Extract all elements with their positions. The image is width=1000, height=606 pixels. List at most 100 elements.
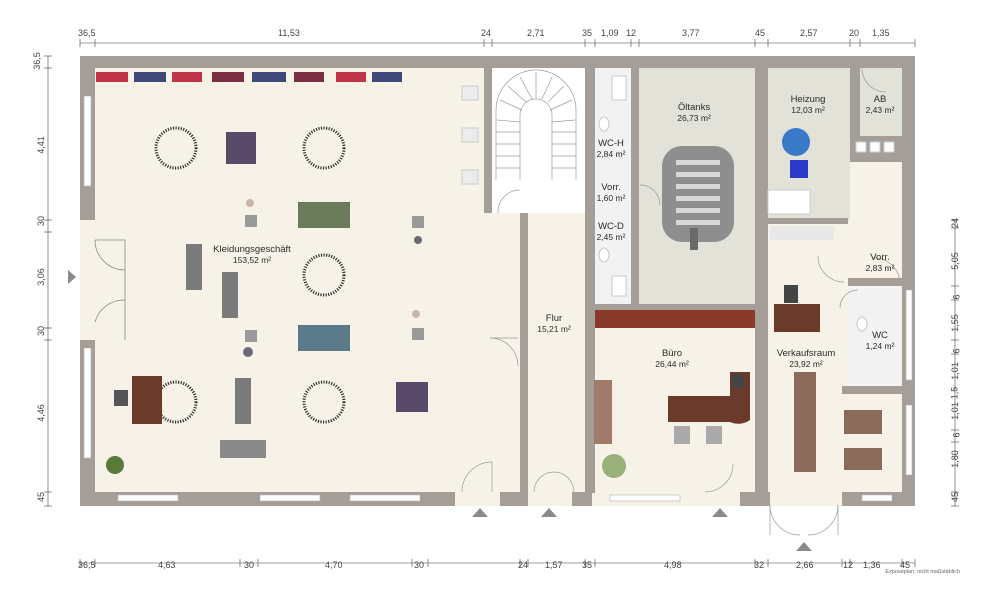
wall-top	[80, 56, 915, 68]
room-area: 153,52 m²	[232, 255, 272, 266]
dim-top: 1,35	[872, 28, 890, 38]
dim-left: 45	[36, 491, 47, 503]
dim-bottom: 4,63	[158, 560, 176, 570]
dim-right: 6	[951, 294, 962, 300]
room-name: WC	[872, 330, 888, 341]
dim-right: 1,01	[949, 402, 960, 420]
arrow-icon-3	[712, 508, 728, 517]
dim-top: 35	[582, 28, 593, 38]
dim-bottom: 1,36	[863, 560, 881, 570]
room-name: Vorr.	[870, 252, 890, 263]
dim-top: 2,57	[800, 28, 818, 38]
dim-top: 45	[755, 28, 766, 38]
wall-stair-left	[484, 68, 492, 213]
floor-areas	[80, 56, 915, 506]
dim-bottom: 4,70	[325, 560, 343, 570]
round-racks	[154, 126, 346, 424]
staircase	[495, 69, 577, 180]
dim-left: 4,46	[35, 404, 46, 422]
dim-right: 6	[951, 348, 962, 354]
wall-flur-right	[585, 68, 595, 493]
shop-fixtures	[243, 85, 479, 357]
room-area: 2,83 m²	[865, 263, 895, 274]
room-wc-d: WC-D 2,45 m²	[597, 221, 626, 243]
dim-left: 3,06	[35, 268, 46, 286]
room-area: 2,84 m²	[596, 149, 626, 160]
wall-buero-top	[595, 304, 755, 310]
room-name: Vorr.	[601, 182, 621, 193]
room-area: 1,24 m²	[865, 341, 895, 352]
dim-bottom: 12	[843, 560, 854, 570]
room-name: AB	[873, 94, 887, 105]
wc-fixtures	[598, 75, 868, 332]
arrow-icon-1	[472, 508, 488, 517]
wall-wc2-bottom	[842, 386, 906, 394]
room-ab: AB 2,43 m²	[866, 94, 895, 116]
entrance-left	[68, 220, 126, 340]
dim-top: 12	[626, 28, 637, 38]
dim-top: 20	[849, 28, 860, 38]
dim-top: 36,5	[78, 28, 96, 38]
dim-top: 2,71	[527, 28, 545, 38]
dim-bottom: 32	[754, 560, 765, 570]
dim-top: 11,53	[278, 28, 300, 38]
room-name: Verkaufsraum	[776, 348, 836, 359]
wood-panel	[595, 310, 755, 328]
dim-bottom: 30	[414, 560, 425, 570]
dim-bottom: 45	[900, 560, 911, 570]
room-name: Flur	[545, 313, 563, 324]
dim-bottom: 35	[582, 560, 593, 570]
wall-flur-left	[520, 213, 528, 493]
wc2-floor	[848, 284, 902, 386]
room-verkaufsraum: Verkaufsraum 23,92 m²	[777, 348, 836, 370]
dim-right: 45	[950, 491, 961, 503]
shelf-tables	[186, 132, 428, 458]
room-buero: Büro 26,44 m²	[655, 348, 689, 370]
window-bottom-1	[117, 494, 179, 502]
office-furniture	[594, 372, 750, 478]
wall-ab-left	[850, 68, 860, 138]
wall-oel-left	[631, 68, 639, 304]
arrow-icon-4	[796, 542, 812, 551]
window-left-2	[83, 347, 92, 459]
cash-desk	[106, 376, 162, 474]
dim-right: 1,5	[949, 386, 960, 400]
room-name: Büro	[661, 348, 683, 359]
dim-right: 24	[950, 217, 961, 229]
room-area: 26,73 m²	[677, 113, 711, 124]
window-left-1	[83, 95, 92, 187]
window-bottom-4	[609, 494, 681, 502]
dim-left: 36,5	[31, 52, 42, 70]
dim-right: 1,01	[949, 362, 960, 380]
room-flur: Flur 15,21 m²	[537, 313, 571, 335]
dim-top: 1,09	[601, 28, 619, 38]
dim-bottom: 2,66	[796, 560, 814, 570]
dim-bottom: 36,5	[78, 560, 96, 570]
room-wc: WC 1,24 m²	[866, 330, 895, 352]
room-area: 23,92 m²	[789, 359, 823, 370]
wall-bottom-2	[500, 492, 528, 506]
dim-left: 4,41	[35, 136, 46, 154]
wc-floor	[595, 68, 631, 304]
room-area: 12,03 m²	[791, 105, 825, 116]
entrance-arrows	[472, 508, 812, 551]
room-name: WC-D	[598, 221, 624, 232]
arrow-icon-2	[541, 508, 557, 517]
window-bottom-2	[259, 494, 321, 502]
dim-bottom: 30	[244, 560, 255, 570]
room-name: WC-H	[598, 138, 624, 149]
room-name: Öltanks	[677, 102, 711, 113]
dim-bottom: 1,57	[545, 560, 563, 570]
plan-note: Exposéplan, nicht maßstäblich	[885, 569, 960, 575]
dim-bottom: 4,98	[664, 560, 682, 570]
room-kleidungsgeschaeft: Kleidungsgeschäft 153,52 m²	[213, 244, 291, 266]
clothing-racks	[96, 72, 402, 82]
room-area: 15,21 m²	[537, 324, 571, 335]
dim-right: 5,05	[949, 252, 960, 270]
room-oeltanks: Öltanks 26,73 m²	[677, 102, 711, 124]
dim-right: 1,80	[949, 450, 960, 468]
room-vorr-2: Vorr. 2,83 m²	[866, 252, 895, 274]
room-heizung: Heizung 12,03 m²	[791, 94, 826, 116]
dim-right: 6	[951, 432, 962, 438]
